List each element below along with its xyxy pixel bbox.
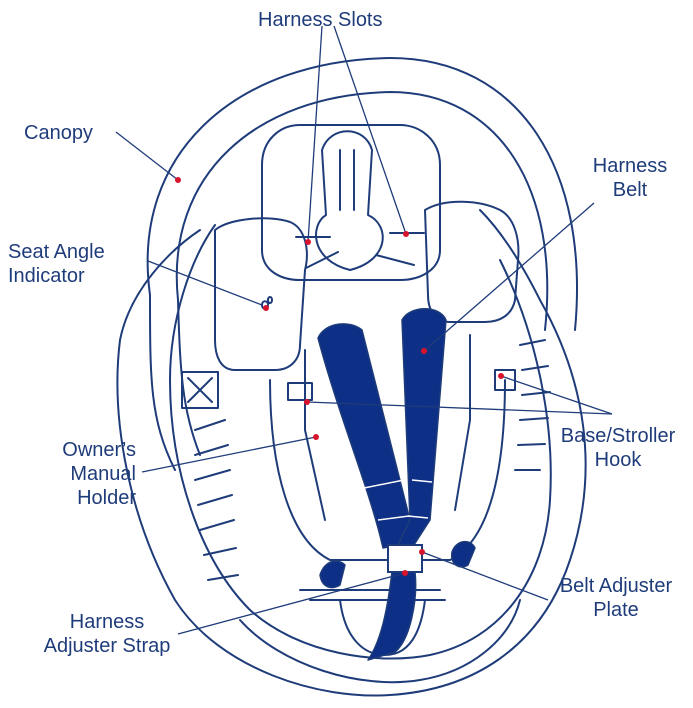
buckle-tongue-left [320, 561, 345, 587]
leader-base-stroller-right [501, 376, 612, 414]
label-harness-belt: Harness Belt [588, 154, 672, 202]
leader-harness-belt [424, 203, 594, 351]
leader-belt-adjuster [422, 552, 548, 600]
leader-harness-adjuster [178, 573, 405, 634]
label-base-stroller-hook: Base/Stroller Hook [548, 424, 688, 472]
label-seat-angle-line1: Seat Angle [8, 240, 105, 264]
left-hook-x [188, 378, 212, 402]
marker-harness-belt [421, 348, 427, 354]
label-seat-angle-line2: Indicator [8, 264, 105, 288]
label-owners-manual-line2: Manual [4, 462, 136, 486]
marker-belt-adjuster [419, 549, 425, 555]
marker-canopy [175, 177, 181, 183]
label-harness-adjuster-strap: Harness Adjuster Strap [30, 610, 184, 658]
side-rail-right [455, 335, 470, 510]
marker-base-right [498, 373, 504, 379]
crotch-buckle [388, 545, 422, 572]
marker-base-left [304, 399, 310, 405]
left-fins [195, 420, 238, 580]
label-base-stroller-line1: Base/Stroller [548, 424, 688, 448]
marker-harness-adjuster [402, 570, 408, 576]
label-belt-adjuster-line2: Plate [544, 598, 688, 622]
leader-harness-slots-left [308, 26, 322, 242]
marker-owners-manual [313, 434, 319, 440]
leader-canopy [116, 132, 178, 180]
leader-seat-angle [148, 261, 262, 305]
canopy-handle-inner [177, 92, 548, 330]
label-base-stroller-line2: Hook [548, 448, 688, 472]
left-hook-small [288, 383, 312, 400]
label-harness-adjuster-line1: Harness [30, 610, 184, 634]
slot-plate [316, 131, 383, 270]
left-wing [215, 218, 307, 370]
label-canopy: Canopy [24, 121, 93, 145]
headrest [262, 125, 440, 280]
canopy-left-arm [150, 295, 175, 470]
harness-belt-left [318, 324, 410, 548]
label-harness-slots: Harness Slots [258, 8, 383, 32]
slot-channel [340, 150, 354, 210]
label-harness-belt-line1: Harness [588, 154, 672, 178]
marker-slot-left [305, 239, 311, 245]
marker-seat-angle [263, 305, 269, 311]
label-harness-belt-line2: Belt [588, 178, 672, 202]
label-seat-angle-indicator: Seat Angle Indicator [8, 240, 105, 288]
label-owners-manual-holder: Owner’s Manual Holder [4, 438, 136, 510]
label-belt-adjuster-plate: Belt Adjuster Plate [544, 574, 688, 622]
buckle-tongue-right [452, 542, 475, 567]
label-owners-manual-line3: Holder [4, 486, 136, 510]
label-owners-manual-line1: Owner’s [4, 438, 136, 462]
harness-adjuster-strap [368, 572, 416, 660]
slot-right-2 [376, 255, 414, 265]
label-belt-adjuster-line1: Belt Adjuster [544, 574, 688, 598]
marker-slot-right [403, 231, 409, 237]
label-harness-adjuster-line2: Adjuster Strap [30, 634, 184, 658]
